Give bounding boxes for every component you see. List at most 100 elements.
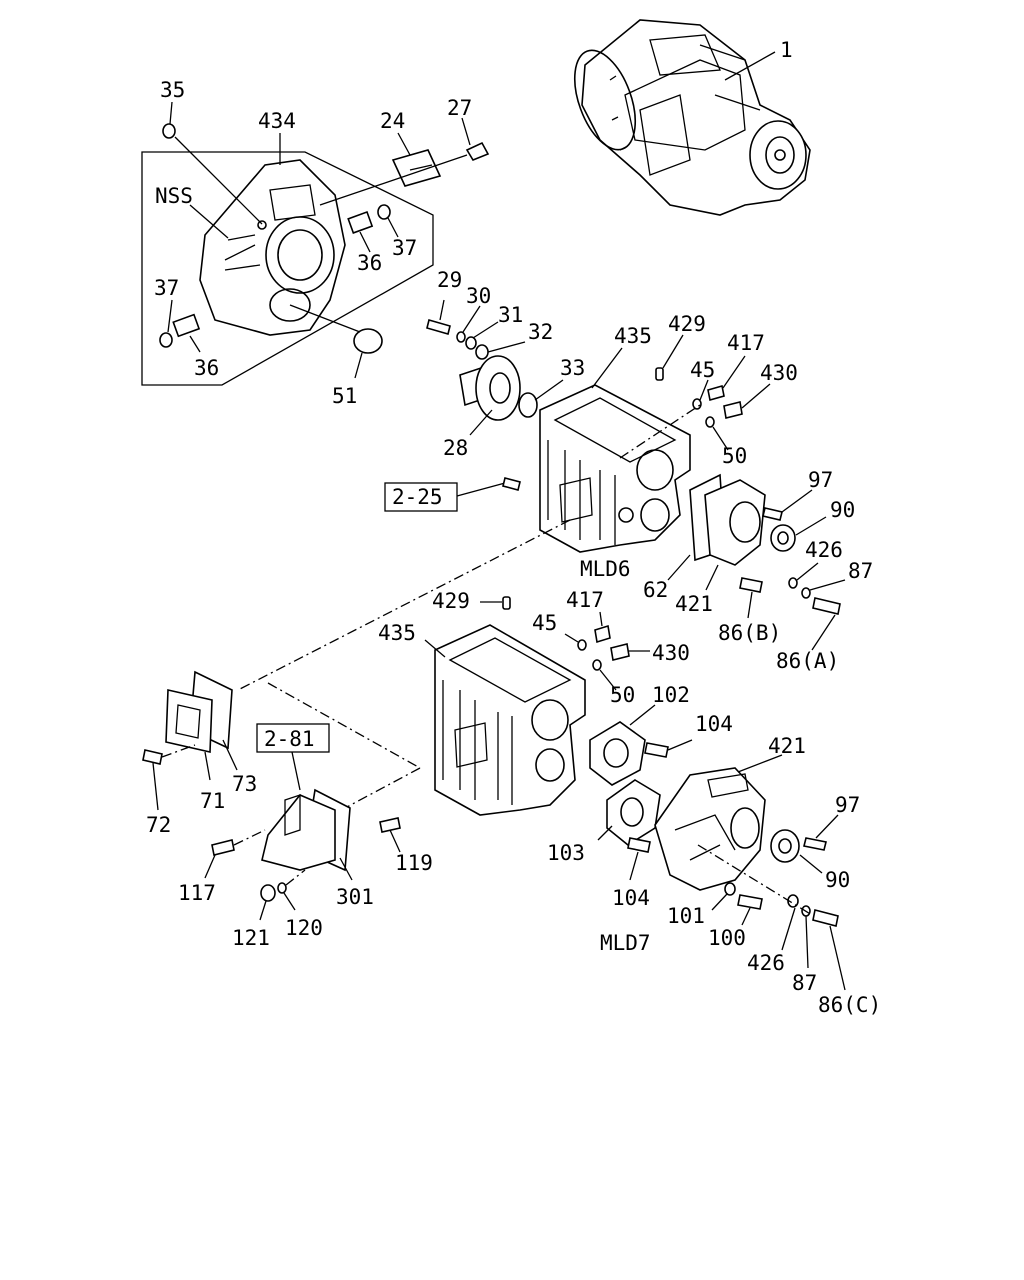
bolt-27 xyxy=(465,141,490,161)
callout-30: 30 xyxy=(466,284,491,308)
callout-104-lower: 104 xyxy=(612,886,650,910)
callout-434: 434 xyxy=(258,109,296,133)
plug-430-lower xyxy=(610,643,630,661)
reference-2-81: 2-81 xyxy=(264,727,315,751)
callout-121: 121 xyxy=(232,926,270,950)
callout-71: 71 xyxy=(200,789,225,813)
bolt-29 xyxy=(426,319,451,335)
section-mld7: MLD7 xyxy=(600,931,651,955)
callout-119: 119 xyxy=(395,851,433,875)
callout-429-upper: 429 xyxy=(668,312,706,336)
callout-97-lower: 97 xyxy=(835,793,860,817)
callout-426-lower: 426 xyxy=(747,951,785,975)
nut-121 xyxy=(260,884,276,902)
bolt-104-upper xyxy=(644,742,669,758)
callout-102: 102 xyxy=(652,683,690,707)
callout-28: 28 xyxy=(443,436,468,460)
seal-90-lower xyxy=(770,829,800,863)
callout-31: 31 xyxy=(498,303,523,327)
plug-430-upper xyxy=(723,401,743,419)
callout-50-lower: 50 xyxy=(610,683,635,707)
reference-2-25: 2-25 xyxy=(392,485,443,509)
callout-435-upper: 435 xyxy=(614,324,652,348)
reference-box-2-81[interactable] xyxy=(256,723,330,753)
callout-104-upper: 104 xyxy=(695,712,733,736)
callout-430-upper: 430 xyxy=(760,361,798,385)
callout-37-upper: 37 xyxy=(392,236,417,260)
bolt-97-lower xyxy=(803,837,827,851)
callout-45-lower: 45 xyxy=(532,611,557,635)
nut-35 xyxy=(162,123,176,139)
cover-plate-51 xyxy=(353,328,383,354)
callout-97-upper: 97 xyxy=(808,468,833,492)
callout-417-lower: 417 xyxy=(566,588,604,612)
extension-housing-421-lower xyxy=(654,767,766,891)
callout-86c: 86(C) xyxy=(818,993,881,1017)
washer-120 xyxy=(277,882,287,894)
flange-103 xyxy=(606,779,661,846)
cover-71 xyxy=(165,689,213,753)
callout-27: 27 xyxy=(447,96,472,120)
callout-87-lower: 87 xyxy=(792,971,817,995)
callout-426-upper: 426 xyxy=(805,538,843,562)
callout-35: 35 xyxy=(160,78,185,102)
callout-301: 301 xyxy=(336,885,374,909)
callout-29: 29 xyxy=(437,268,462,292)
plug-417-lower xyxy=(594,624,611,644)
gasket-102 xyxy=(589,721,646,786)
section-mld6: MLD6 xyxy=(580,557,631,581)
callout-45-upper: 45 xyxy=(690,358,715,382)
callout-51: 51 xyxy=(332,384,357,408)
callout-435-lower: 435 xyxy=(378,621,416,645)
callout-86a: 86(A) xyxy=(776,649,839,673)
clutch-housing xyxy=(199,159,346,336)
bolt-72 xyxy=(142,749,163,765)
bolt-86b xyxy=(739,577,763,593)
callout-421-upper: 421 xyxy=(675,592,713,616)
reference-box-2-25[interactable] xyxy=(384,482,458,512)
callout-87-upper: 87 xyxy=(848,559,873,583)
extension-housing-421-upper xyxy=(704,479,766,566)
seal-90-upper xyxy=(770,524,796,552)
bolt-100 xyxy=(737,894,763,910)
clutch-housing-group-frame xyxy=(141,151,434,386)
callout-430-lower: 430 xyxy=(652,641,690,665)
bolt-119 xyxy=(379,817,401,833)
callout-24: 24 xyxy=(380,109,405,133)
bolt-97-upper xyxy=(762,507,783,521)
seal-33 xyxy=(518,392,538,418)
callout-62: 62 xyxy=(643,578,668,602)
transmission-case-mld7 xyxy=(434,624,586,816)
callout-90-lower: 90 xyxy=(825,868,850,892)
bolt-104-lower xyxy=(627,837,651,853)
callout-33: 33 xyxy=(560,356,585,380)
bolt-86a xyxy=(812,597,841,615)
bearing-retainer-28 xyxy=(459,355,521,421)
callout-101: 101 xyxy=(667,904,705,928)
bolt-86c xyxy=(812,909,839,927)
sleeve-36-lower xyxy=(172,313,201,338)
callout-90-upper: 90 xyxy=(830,498,855,522)
callout-417-upper: 417 xyxy=(727,331,765,355)
transmission-case-mld6 xyxy=(539,384,691,553)
plug-429-lower xyxy=(502,596,511,610)
callout-429-lower: 429 xyxy=(432,589,470,613)
callout-120: 120 xyxy=(285,916,323,940)
callout-50-upper: 50 xyxy=(722,444,747,468)
callout-100: 100 xyxy=(708,926,746,950)
callout-1: 1 xyxy=(780,38,793,62)
callout-73: 73 xyxy=(232,772,257,796)
transmission-assembly xyxy=(573,19,811,216)
plug-417-upper xyxy=(707,384,725,402)
callout-36-lower: 36 xyxy=(194,356,219,380)
callout-117: 117 xyxy=(178,881,216,905)
callout-36-upper: 36 xyxy=(357,251,382,275)
sleeve-36-upper xyxy=(347,210,374,234)
callout-103: 103 xyxy=(547,841,585,865)
callout-37-lower: 37 xyxy=(154,276,179,300)
callout-421-lower: 421 xyxy=(768,734,806,758)
callout-32: 32 xyxy=(528,320,553,344)
plug-429-upper xyxy=(655,367,664,381)
bolt-117 xyxy=(211,839,235,856)
